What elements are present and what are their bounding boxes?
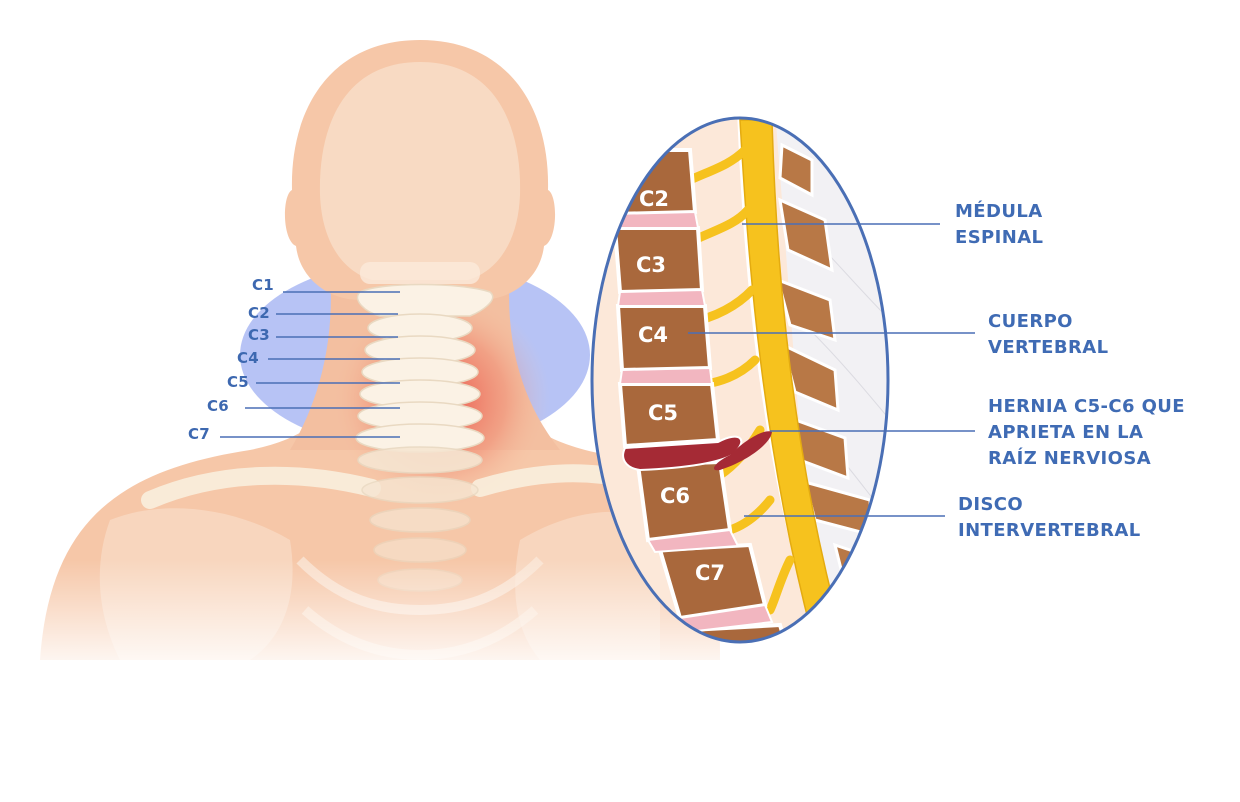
- callout-vertebral-body: CUERPO VERTEBRAL: [988, 309, 1108, 361]
- callout-spinal-cord-line2: ESPINAL: [955, 227, 1044, 248]
- callout-hernia-line2: APRIETA EN LA: [988, 422, 1144, 443]
- left-clavicle: [141, 466, 381, 509]
- level-label-c4: C4: [237, 349, 259, 367]
- zoom-oval-border: [590, 116, 890, 644]
- vertebra-label-c6: C6: [660, 484, 690, 508]
- callout-hernia: HERNIA C5-C6 QUE APRIETA EN LA RAÍZ NERV…: [988, 394, 1185, 472]
- hernia-protrusion: [714, 431, 772, 471]
- level-label-c3: C3: [248, 326, 270, 344]
- herniated-disc: [622, 435, 743, 472]
- vertebra-label-c4: C4: [638, 323, 668, 347]
- vertebra-label-c3: C3: [636, 253, 666, 277]
- callout-vertebral-body-line2: VERTEBRAL: [988, 337, 1109, 358]
- skull: [319, 62, 521, 280]
- spinal-cord: [739, 119, 847, 642]
- level-label-c1: C1: [252, 276, 274, 294]
- callout-disc: DISCO INTERVERTEBRAL: [958, 492, 1141, 544]
- vertebra-label-c7: C7: [695, 561, 725, 585]
- vertebra-label-c5: C5: [648, 401, 678, 425]
- vertebra-label-c2: C2: [639, 187, 669, 211]
- callout-hernia-line1: HERNIA C5-C6 QUE: [988, 396, 1185, 417]
- callout-spinal-cord-line1: MÉDULA: [955, 201, 1043, 222]
- callout-disc-line2: INTERVERTEBRAL: [958, 520, 1141, 541]
- level-label-c6: C6: [207, 397, 229, 415]
- callout-hernia-line3: RAÍZ NERVIOSA: [988, 448, 1152, 469]
- callout-spinal-cord: MÉDULA ESPINAL: [955, 199, 1043, 251]
- callout-lines: [688, 223, 975, 517]
- callout-disc-line1: DISCO: [958, 494, 1024, 515]
- cervical-spine: [355, 283, 494, 592]
- level-lines: [220, 291, 400, 438]
- level-label-c7: C7: [188, 425, 210, 443]
- callout-vertebral-body-line1: CUERPO: [988, 311, 1073, 332]
- level-label-c2: C2: [248, 304, 270, 322]
- level-label-c5: C5: [227, 373, 249, 391]
